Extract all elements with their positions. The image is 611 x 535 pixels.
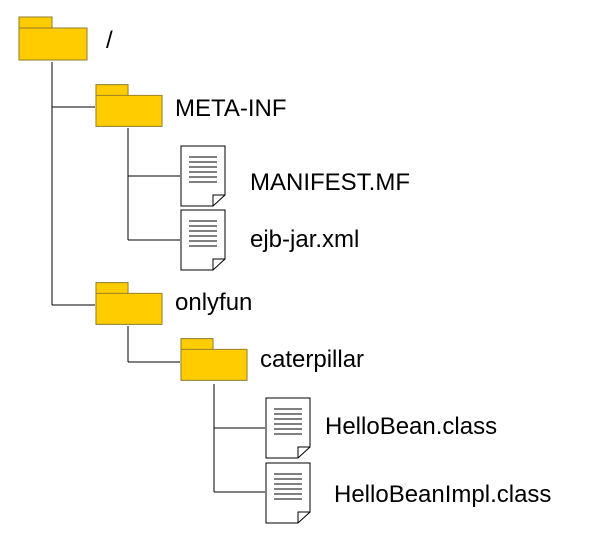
file-icon [180,209,226,271]
folder-icon [95,84,163,127]
node-label-caterpillar: caterpillar [260,346,364,373]
tree-node-hellobean[interactable]: HelloBean.class [265,397,497,459]
tree-node-manifest[interactable]: MANIFEST.MF [180,145,410,207]
file-icon [265,397,311,459]
node-label-ejb-jar: ejb-jar.xml [250,226,359,253]
file-icon [180,145,226,207]
node-label-root: / [106,27,113,54]
node-label-hellobeanimpl: HelloBeanImpl.class [334,481,551,508]
folder-icon [18,16,88,61]
folder-icon [180,338,248,381]
folder-icon [95,282,163,325]
tree-node-caterpillar[interactable]: caterpillar [180,338,364,381]
node-label-meta-inf: META-INF [175,95,287,122]
file-icon [265,462,311,524]
tree-node-hellobeanimpl[interactable]: HelloBeanImpl.class [265,462,551,524]
node-label-manifest: MANIFEST.MF [250,169,410,196]
tree-node-root[interactable]: / [18,16,113,61]
node-label-hellobean: HelloBean.class [325,413,497,440]
tree-node-ejb-jar[interactable]: ejb-jar.xml [180,209,359,271]
tree-connectors [51,62,265,493]
tree-node-meta-inf[interactable]: META-INF [95,84,287,127]
node-label-onlyfun: onlyfun [175,289,252,316]
tree-node-onlyfun[interactable]: onlyfun [95,282,252,325]
